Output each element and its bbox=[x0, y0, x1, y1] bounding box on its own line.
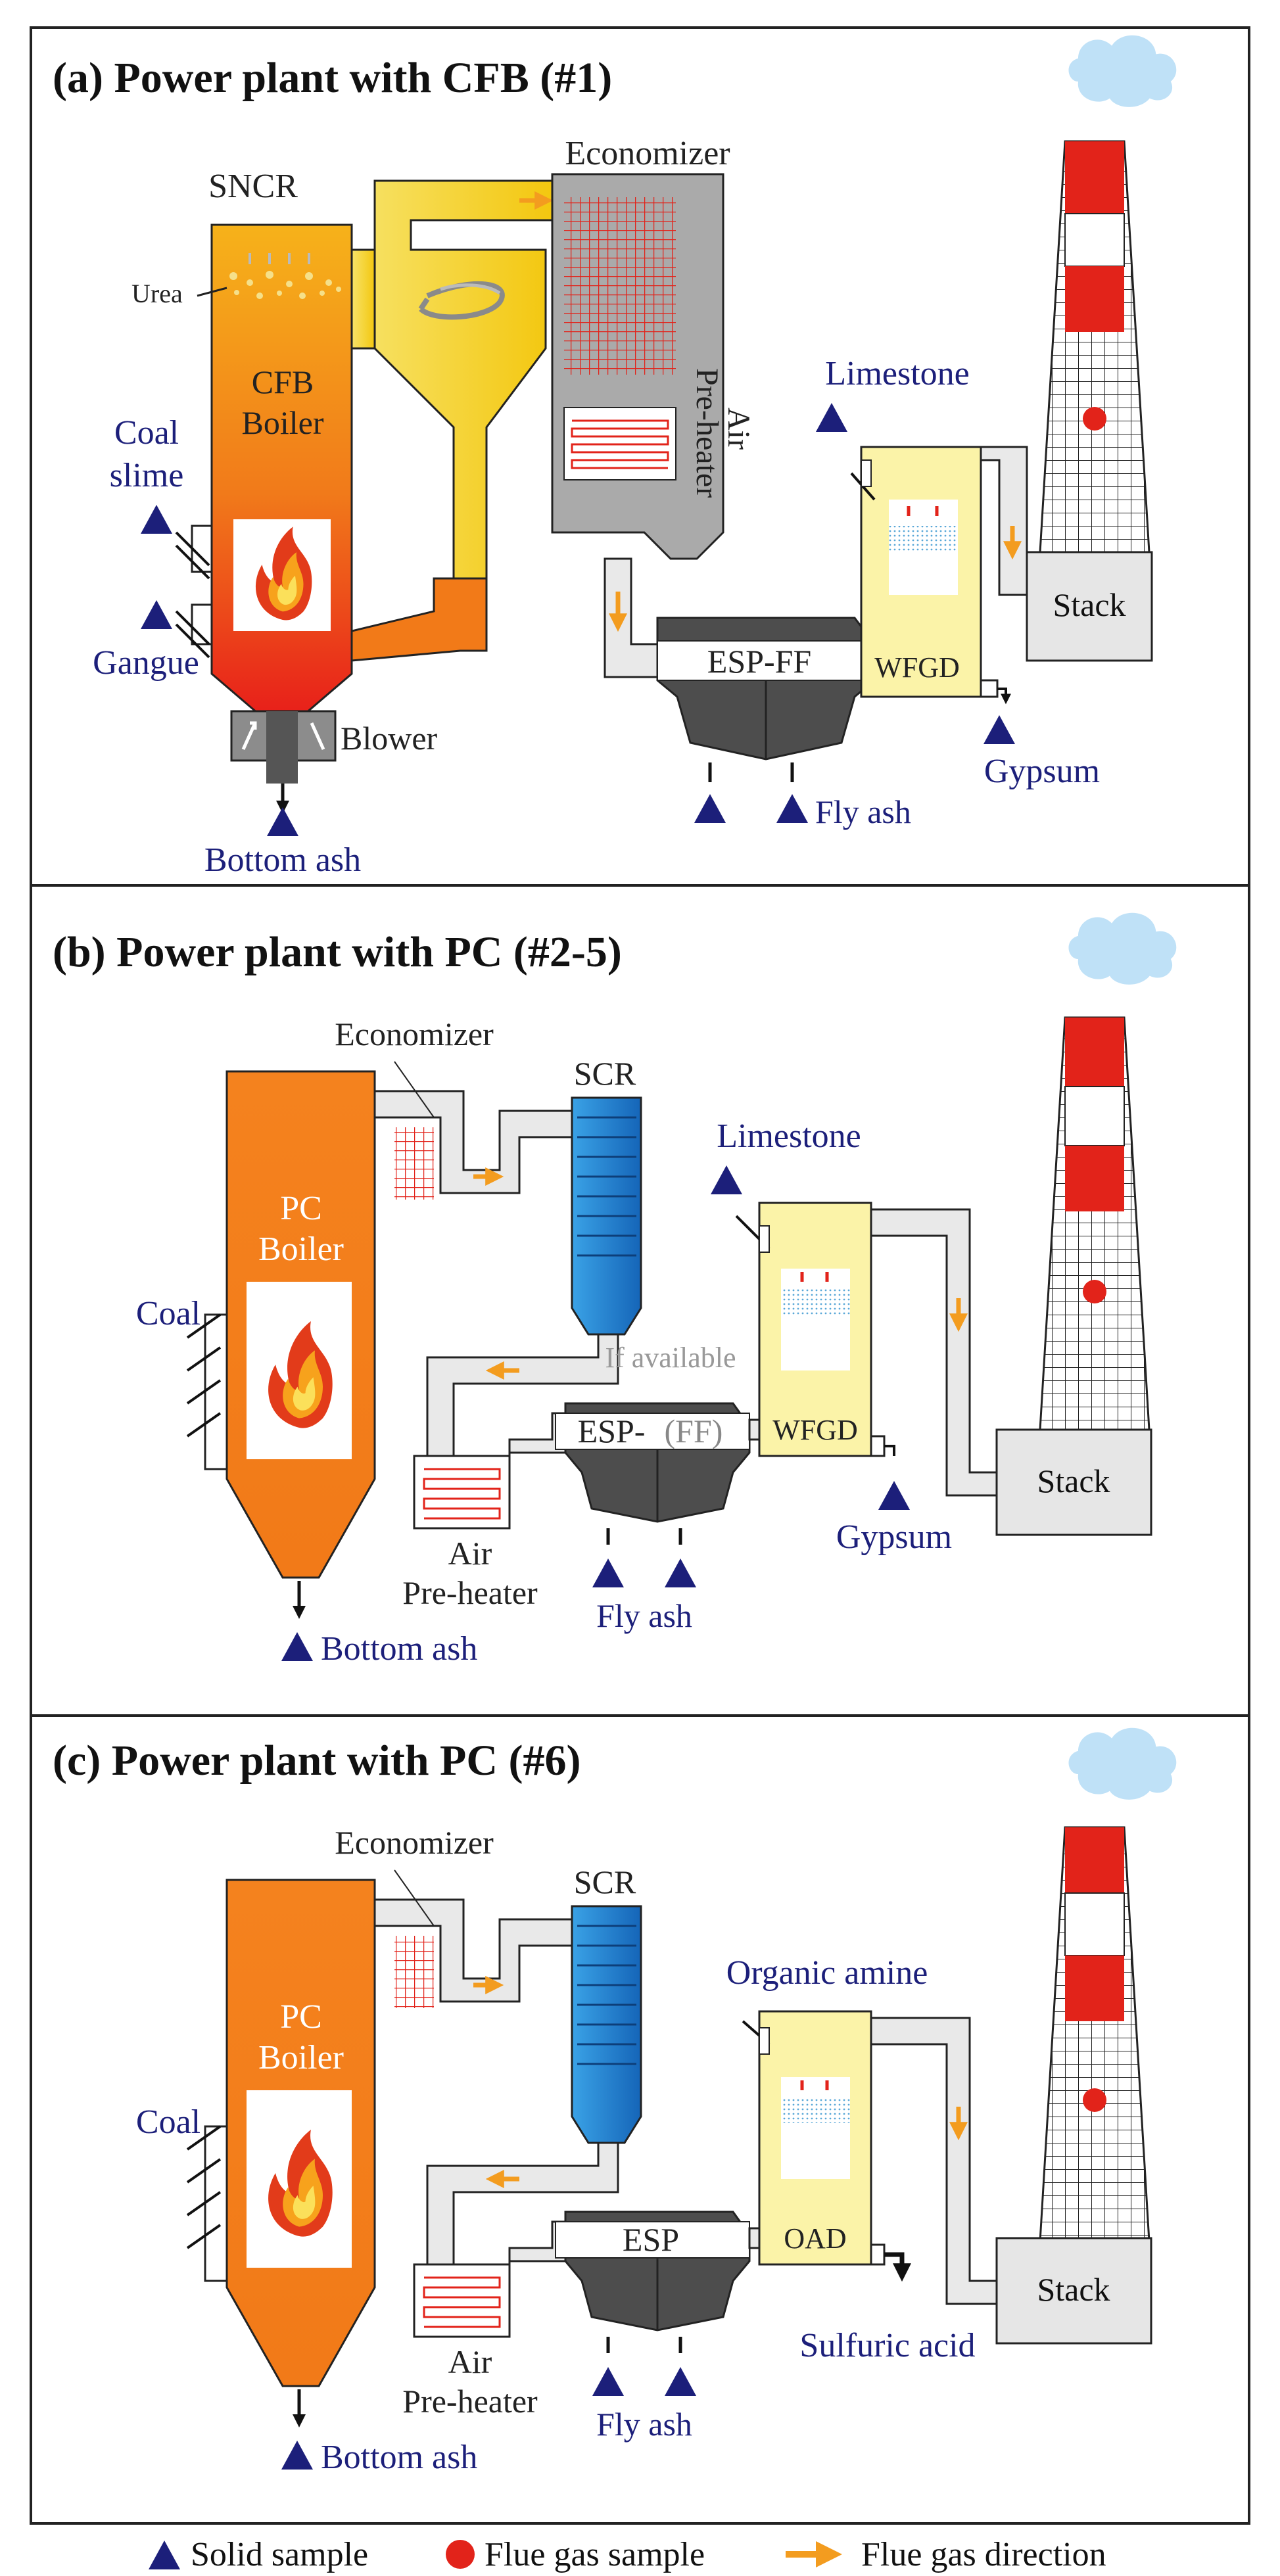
wfgd-label: WFGD bbox=[874, 651, 960, 684]
scr-label: SCR bbox=[574, 1863, 636, 1900]
air-preheater-line2: Pre-heater bbox=[402, 1574, 538, 1611]
bottom-ash-label: Bottom ash bbox=[204, 841, 361, 879]
if-available-label: If available bbox=[605, 1342, 736, 1374]
air-preheater-b bbox=[413, 1455, 511, 1530]
flue-gas-sample-marker bbox=[1083, 2088, 1106, 2112]
stack-label: Stack bbox=[1037, 2271, 1110, 2308]
limestone-label: Limestone bbox=[825, 355, 970, 392]
oad-c: OAD bbox=[758, 2010, 911, 2282]
coal-label: Coal bbox=[136, 1295, 201, 1332]
sulfuric-acid-label: Sulfuric acid bbox=[799, 2327, 975, 2364]
bottom-ash-label: Bottom ash bbox=[321, 1630, 477, 1668]
oad-label: OAD bbox=[784, 2222, 846, 2255]
legend: Solid sample Flue gas sample Flue gas di… bbox=[149, 2536, 1106, 2573]
solid-sample-icon bbox=[141, 600, 172, 629]
economizer-label: Economizer bbox=[565, 135, 730, 172]
wfgd-b: WFGD bbox=[758, 1202, 895, 1457]
limestone-label: Limestone bbox=[717, 1117, 861, 1155]
air-preheater-line1: Air bbox=[448, 2343, 492, 2380]
coal-slime-line1: Coal bbox=[114, 414, 179, 452]
gangue-label: Gangue bbox=[93, 644, 199, 682]
esp-c: ESP Fly ash bbox=[555, 2211, 751, 2443]
coal-slime-line2: slime bbox=[110, 457, 184, 494]
flue-gas-sample-marker bbox=[1083, 407, 1106, 431]
fly-ash-label: Fly ash bbox=[596, 2406, 692, 2443]
boiler-label-line2: Boiler bbox=[258, 1230, 344, 1268]
cloud-icon bbox=[1068, 1727, 1177, 1800]
esp-label: ESP-FF bbox=[707, 643, 811, 680]
stack-c: Stack bbox=[995, 1826, 1152, 2345]
esp-prefix-label: ESP- bbox=[578, 1413, 646, 1449]
stack-b: Stack bbox=[995, 1016, 1152, 1536]
boiler-label-line1: CFB bbox=[252, 363, 314, 400]
esp-ff-a: ESP-FF Fly ash bbox=[656, 617, 911, 830]
boiler-label-line1: PC bbox=[280, 1998, 322, 2036]
boiler-label-line1: PC bbox=[280, 1190, 322, 1227]
wfgd-label: WFGD bbox=[772, 1414, 858, 1446]
panel-c-title: (c) Power plant with PC (#6) bbox=[53, 1737, 581, 1785]
air-preheater-line2: Pre-heater bbox=[402, 2383, 538, 2420]
legend-solid-label: Solid sample bbox=[191, 2536, 368, 2573]
cloud-icon bbox=[1068, 912, 1177, 985]
air-preheater-line1: Air bbox=[448, 1535, 492, 1572]
fly-ash-label: Fly ash bbox=[815, 793, 911, 830]
scr-label: SCR bbox=[574, 1055, 636, 1092]
panel-c: (c) Power plant with PC (#6) Stack PC Bo… bbox=[53, 1727, 1177, 2476]
gypsum-label: Gypsum bbox=[836, 1518, 952, 1556]
solid-sample-icon bbox=[141, 505, 172, 534]
panel-b: (b) Power plant with PC (#2-5) Stack PC … bbox=[53, 912, 1177, 1668]
solid-sample-icon bbox=[281, 1632, 313, 1661]
scr-b: SCR bbox=[571, 1055, 642, 1336]
esp-ff-b: ESP- (FF) If available Fly ash bbox=[555, 1342, 751, 1634]
bottom-ash-label: Bottom ash bbox=[321, 2439, 477, 2476]
flue-gas-sample-marker bbox=[1083, 1280, 1106, 1303]
boiler-label-line2: Boiler bbox=[242, 404, 324, 441]
cyclone bbox=[350, 179, 554, 662]
pc-boiler-b: PC Boiler bbox=[225, 1070, 376, 1579]
fly-ash-label: Fly ash bbox=[596, 1597, 692, 1634]
stack-a: Stack bbox=[1026, 140, 1153, 662]
solid-sample-icon bbox=[281, 2441, 313, 2470]
air-preheater-line1: Air bbox=[721, 408, 756, 450]
legend-flue-label: Flue gas sample bbox=[485, 2536, 705, 2573]
coal-label: Coal bbox=[136, 2103, 201, 2141]
feeders-a bbox=[175, 525, 213, 659]
economizer-label: Economizer bbox=[335, 1824, 494, 1861]
legend-direction-label: Flue gas direction bbox=[861, 2536, 1106, 2573]
blower-label: Blower bbox=[341, 720, 438, 757]
sncr-label: SNCR bbox=[208, 168, 298, 205]
urea-label: Urea bbox=[131, 279, 183, 308]
solid-sample-icon bbox=[984, 715, 1015, 744]
flue-gas-sample-icon bbox=[446, 2540, 475, 2569]
esp-suffix-label: (FF) bbox=[665, 1413, 723, 1449]
solid-sample-icon bbox=[878, 1481, 910, 1510]
solid-sample-icon bbox=[816, 403, 847, 432]
gypsum-label: Gypsum bbox=[984, 753, 1100, 790]
scr-c: SCR bbox=[571, 1863, 642, 2144]
stack-label: Stack bbox=[1037, 1463, 1110, 1499]
panel-a: (a) Power plant with CFB (#1) Stack bbox=[53, 35, 1177, 879]
air-preheater-c bbox=[413, 2263, 511, 2338]
outer-frame bbox=[30, 26, 1250, 2525]
boiler-label-line2: Boiler bbox=[258, 2039, 344, 2076]
economizer-a: Economizer Air Pre-heater bbox=[551, 135, 756, 560]
organic-amine-label: Organic amine bbox=[726, 1954, 928, 1992]
panel-b-title: (b) Power plant with PC (#2-5) bbox=[53, 928, 622, 976]
pc-boiler-c: PC Boiler bbox=[225, 1879, 376, 2387]
solid-sample-icon bbox=[267, 807, 298, 836]
air-preheater-line2: Pre-heater bbox=[690, 368, 724, 498]
economizer-label: Economizer bbox=[335, 1016, 494, 1052]
stack-label: Stack bbox=[1053, 586, 1126, 623]
cfb-boiler: CFB Boiler bbox=[210, 223, 353, 784]
solid-sample-icon bbox=[149, 2541, 180, 2569]
wfgd-a: WFGD bbox=[860, 446, 1011, 705]
cloud-icon bbox=[1068, 35, 1177, 107]
esp-label: ESP bbox=[623, 2221, 679, 2258]
panel-a-title: (a) Power plant with CFB (#1) bbox=[53, 54, 612, 102]
solid-sample-icon bbox=[711, 1165, 742, 1194]
